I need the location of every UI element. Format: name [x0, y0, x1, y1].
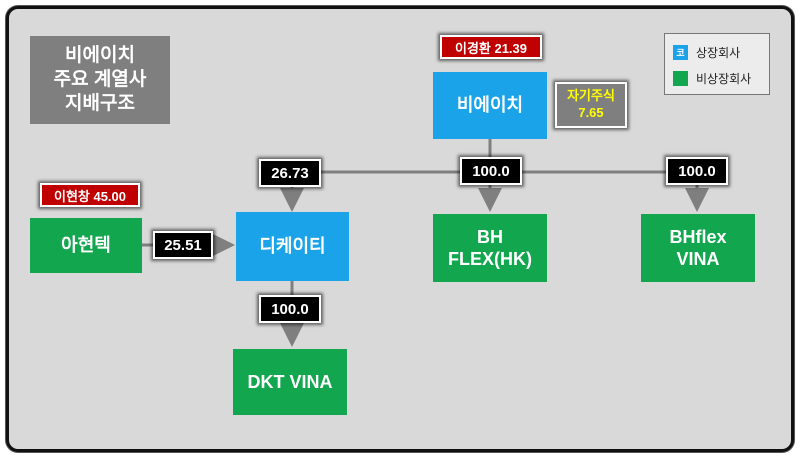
diagram-title: 비에이치 주요 계열사 지배구조 — [30, 36, 170, 124]
company-dkt: 디케이티 — [236, 212, 349, 281]
company-dkt-vina: DKT VINA — [233, 349, 347, 415]
legend-unlisted: 비상장회사 — [673, 70, 751, 87]
unlisted-swatch-icon — [673, 71, 688, 86]
stake-bh-to-bh-flex-hk: 100.0 — [460, 157, 522, 185]
listed-swatch-icon: 코 — [673, 45, 688, 60]
stake-bh-to-bhflex-vina: 100.0 — [666, 157, 728, 185]
company-bh: 비에이치 — [433, 72, 547, 139]
legend-listed-label: 상장회사 — [696, 46, 741, 60]
legend: 코 상장회사 비상장회사 — [664, 33, 770, 95]
stake-dkt-to-dkt-vina: 100.0 — [259, 295, 321, 323]
stake-bh-to-dkt: 26.73 — [259, 159, 321, 187]
holder-lee-kyunghwan: 이경환 21.39 — [440, 35, 542, 59]
treasury-stock: 자기주식 7.65 — [555, 82, 627, 128]
legend-listed: 코 상장회사 — [673, 44, 740, 61]
holder-lee-hyunchang: 이현창 45.00 — [40, 183, 140, 207]
company-bh-flex-hk: BH FLEX(HK) — [433, 214, 547, 282]
company-ahyeon: 아현텍 — [30, 218, 142, 273]
legend-unlisted-label: 비상장회사 — [696, 72, 752, 86]
company-bhflex-vina: BHflex VINA — [641, 214, 755, 282]
stake-ahyeon-to-dkt: 25.51 — [153, 231, 213, 259]
